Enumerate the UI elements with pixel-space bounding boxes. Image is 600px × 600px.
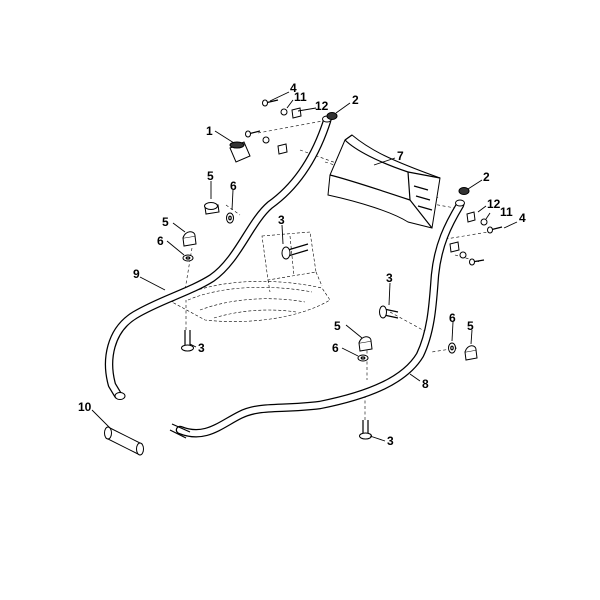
callout-5-right: 5 xyxy=(467,319,474,333)
callout-11-right: 11 xyxy=(500,205,513,219)
cross-bracket xyxy=(327,134,441,229)
fasteners-right xyxy=(449,211,503,266)
washer-left-lower xyxy=(182,254,194,262)
callout-11-left: 11 xyxy=(294,90,307,104)
callout-12-right: 12 xyxy=(487,197,501,211)
washer-right-center xyxy=(357,354,369,362)
callout-6-left-lower: 6 xyxy=(157,234,164,248)
callout-6-right: 6 xyxy=(449,311,456,325)
callout-12-left: 12 xyxy=(315,99,329,113)
callout-6-center: 6 xyxy=(332,341,339,355)
callout-5-center: 5 xyxy=(334,319,341,333)
callout-3-right-upper: 3 xyxy=(386,271,393,285)
dome-nut-left-upper xyxy=(204,202,220,215)
bolt-right-upper xyxy=(379,305,399,319)
end-cap xyxy=(229,141,251,163)
bolt-left-lower xyxy=(181,330,194,352)
callout-3-right-lower: 3 xyxy=(387,434,394,448)
mower-deck-outline xyxy=(171,231,331,322)
bolt-right-lower xyxy=(359,420,372,440)
bolt-deck-bracket xyxy=(281,243,309,260)
callout-2-left: 2 xyxy=(352,93,359,107)
callout-6-left-upper: 6 xyxy=(230,179,237,193)
callout-5-left-lower: 5 xyxy=(162,215,169,229)
callout-labels: 1 2 2 3 3 3 3 4 4 5 5 5 5 6 6 6 6 7 8 9 … xyxy=(78,81,526,448)
right-handle-bar xyxy=(169,199,465,439)
callout-5-left-upper: 5 xyxy=(207,169,214,183)
callout-10: 10 xyxy=(78,400,92,414)
callout-7: 7 xyxy=(397,149,404,163)
dome-nut-left-lower xyxy=(182,231,197,247)
callout-2-right: 2 xyxy=(483,170,490,184)
callout-4-right: 4 xyxy=(519,211,526,225)
handle-grip xyxy=(104,426,144,456)
dome-nut-right-outer xyxy=(464,345,478,361)
fasteners-left-top xyxy=(245,99,302,155)
leader-lines xyxy=(91,91,518,442)
callout-3-bracket: 3 xyxy=(278,213,285,227)
left-handle-bar xyxy=(104,115,332,400)
nut-top-right xyxy=(458,187,470,195)
callout-1: 1 xyxy=(206,124,213,138)
callout-9: 9 xyxy=(133,267,140,281)
callout-4-left: 4 xyxy=(290,81,297,95)
callout-8: 8 xyxy=(422,377,429,391)
dome-nut-right-center xyxy=(358,336,373,352)
nut-top-left xyxy=(326,112,338,120)
washer-left-upper xyxy=(226,212,234,224)
callout-3-left-lower: 3 xyxy=(198,341,205,355)
washer-right-outer xyxy=(448,342,456,354)
